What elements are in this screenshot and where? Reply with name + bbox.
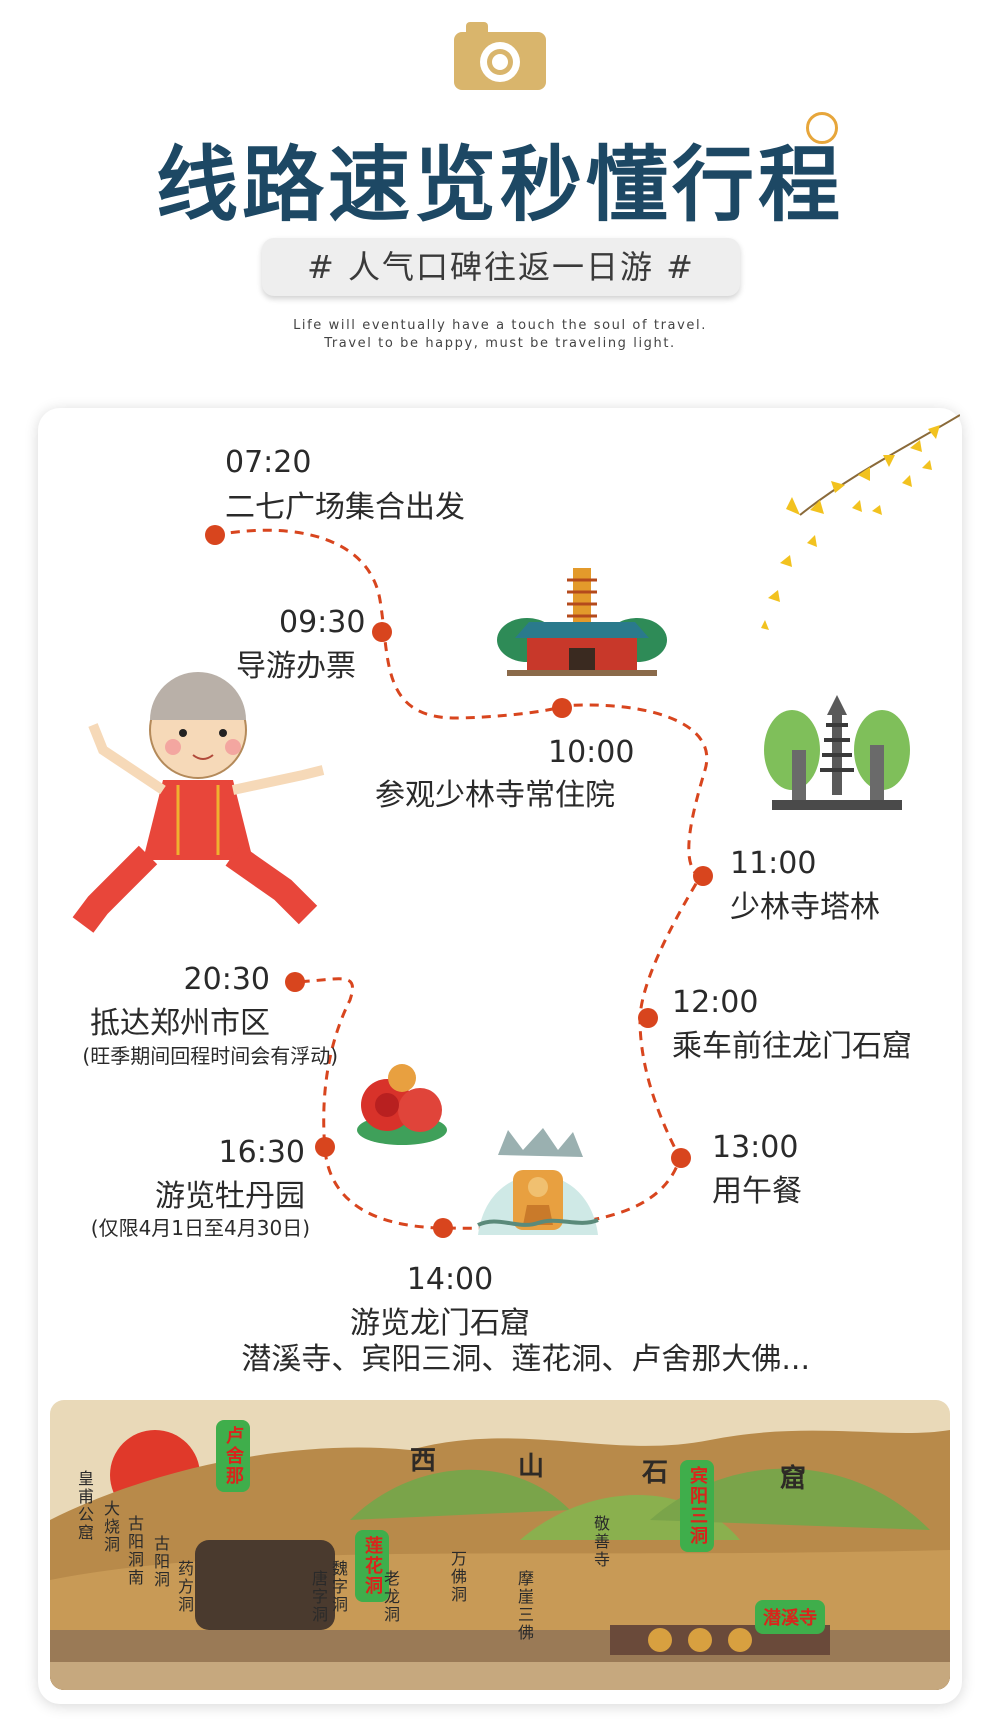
stop-label: 游览龙门石窟 bbox=[350, 1306, 530, 1341]
map-tag-lianhua: 莲花洞 bbox=[355, 1530, 389, 1602]
stop-dot-1400 bbox=[433, 1218, 453, 1238]
map-label: 药方洞 bbox=[175, 1560, 194, 1614]
stop-time: 20:30 bbox=[183, 962, 270, 997]
grotto-buddha-illustration bbox=[477, 1128, 599, 1235]
longmen-grottoes-map: 西 山 石 窟 卢舍那 莲花洞 宾阳三洞 潜溪寺 皇甫公窟 大烧洞 古阳洞南 古… bbox=[50, 1400, 950, 1690]
map-title-char: 山 bbox=[518, 1452, 545, 1482]
map-label: 敬善寺 bbox=[591, 1515, 610, 1569]
stop-label: 用午餐 bbox=[712, 1174, 802, 1209]
stop-dot-0720 bbox=[205, 525, 225, 545]
stop-label: 参观少林寺常住院 bbox=[375, 778, 615, 813]
map-label: 老龙洞 bbox=[381, 1570, 400, 1624]
stop-time: 09:30 bbox=[279, 605, 366, 640]
map-label: 古阳洞 bbox=[151, 1535, 170, 1589]
camera-icon bbox=[454, 22, 546, 90]
stop-time: 13:00 bbox=[712, 1130, 799, 1165]
stop-note: (旺季期间回程时间会有浮动) bbox=[82, 1044, 338, 1068]
map-label: 古阳洞南 bbox=[125, 1515, 144, 1587]
pagoda-forest-illustration bbox=[764, 695, 910, 810]
map-tag-qianxi: 潜溪寺 bbox=[755, 1600, 825, 1634]
stop-dot-0930 bbox=[372, 622, 392, 642]
stop-dot-1200 bbox=[638, 1008, 658, 1028]
page-title: 线路速览秒懂行程 bbox=[155, 138, 844, 233]
stop-note: 潜溪寺、宾阳三洞、莲花洞、卢舍那大佛... bbox=[241, 1342, 810, 1377]
stop-label: 乘车前往龙门石窟 bbox=[672, 1029, 912, 1064]
stop-label: 二七广场集合出发 bbox=[225, 490, 465, 525]
map-background bbox=[50, 1400, 950, 1690]
stop-time: 16:30 bbox=[218, 1135, 305, 1170]
map-title-char: 西 bbox=[410, 1446, 437, 1476]
stop-time: 10:00 bbox=[548, 735, 635, 770]
stop-dot-1100 bbox=[693, 866, 713, 886]
stop-label: 抵达郑州市区 bbox=[90, 1006, 270, 1041]
subtitle: # 人气口碑往返一日游 # bbox=[307, 248, 695, 286]
stop-dot-1300 bbox=[671, 1148, 691, 1168]
map-label: 万佛洞 bbox=[448, 1550, 467, 1604]
map-tag-lushena: 卢舍那 bbox=[216, 1420, 250, 1492]
stop-note: (仅限4月1日至4月30日) bbox=[90, 1216, 310, 1240]
temple-illustration bbox=[497, 568, 667, 676]
stop-time: 07:20 bbox=[225, 445, 312, 480]
stop-dot-1000 bbox=[552, 698, 572, 718]
stop-label: 游览牡丹园 bbox=[155, 1179, 305, 1214]
decorative-ring-icon bbox=[806, 112, 838, 144]
map-label: 大烧洞 bbox=[101, 1500, 120, 1554]
stop-time: 14:00 bbox=[406, 1262, 494, 1297]
ginkgo-leaves-illustration bbox=[761, 414, 960, 630]
stop-time: 12:00 bbox=[672, 985, 759, 1020]
map-label: 皇甫公窟 bbox=[75, 1470, 94, 1542]
stop-dot-1630 bbox=[315, 1137, 335, 1157]
stop-time: 11:00 bbox=[730, 846, 817, 881]
tagline-line-2: Travel to be happy, must be traveling li… bbox=[324, 336, 676, 351]
map-label: 摩崖三佛 bbox=[515, 1570, 534, 1642]
kungfu-boy-illustration bbox=[72, 672, 325, 933]
map-title-char: 石 bbox=[642, 1458, 669, 1488]
map-tag-binyang: 宾阳三洞 bbox=[680, 1460, 714, 1552]
map-label: 魏字洞 bbox=[329, 1560, 348, 1614]
stop-label: 导游办票 bbox=[236, 649, 356, 684]
stop-dot-2030 bbox=[285, 972, 305, 992]
peony-illustration bbox=[357, 1064, 447, 1145]
subtitle-pill bbox=[262, 238, 740, 296]
tagline-line-1: Life will eventually have a touch the so… bbox=[293, 318, 707, 333]
stop-label: 少林寺塔林 bbox=[730, 890, 880, 925]
map-label: 唐字洞 bbox=[309, 1570, 328, 1624]
map-title-char: 窟 bbox=[780, 1464, 807, 1494]
